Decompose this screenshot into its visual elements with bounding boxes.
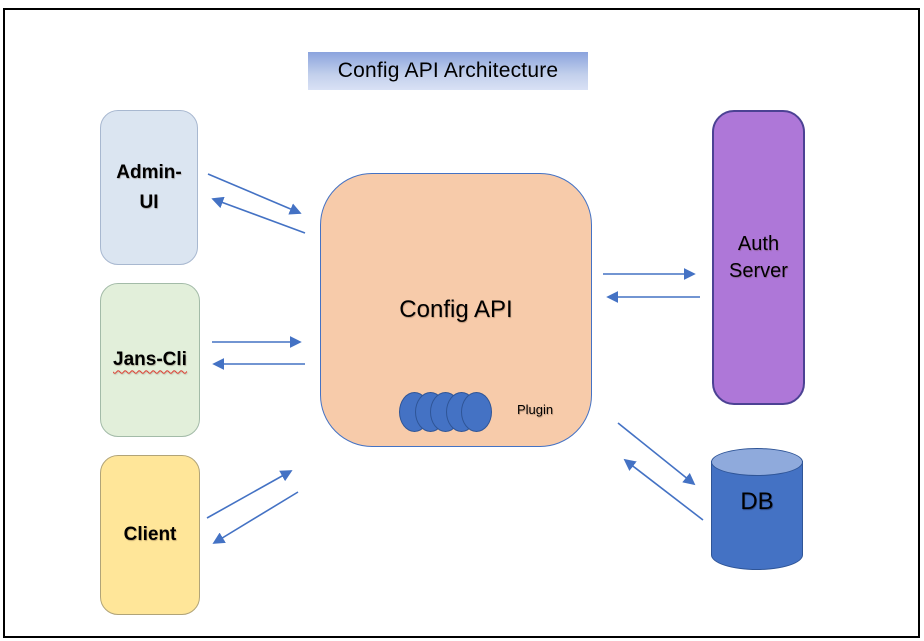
node-admin-ui: Admin- UI [100,110,198,265]
config-api-label: Config API [399,296,513,323]
admin-ui-label-line1: Admin- [116,162,182,184]
node-auth-server: Auth Server [712,110,805,405]
diagram-title-banner: Config API Architecture [308,52,588,90]
db-cylinder-top-icon [711,448,803,476]
arrow-adminui-to-configapi [207,173,302,215]
db-label: DB [740,488,774,515]
diagram-title: Config API Architecture [337,59,559,82]
arrow-configapi-to-adminui [211,196,306,234]
node-db: DB [711,448,803,570]
db-cylinder-body [711,461,803,570]
auth-server-label-line1: Auth [737,232,780,255]
node-jans-cli: Jans-Cli [100,283,200,437]
arrow-configapi-to-client [212,491,299,544]
arrow-configapi-to-db [617,422,696,486]
auth-server-label-line2: Server [729,259,788,282]
plugin-circle-icon [461,392,492,432]
node-client: Client [100,455,200,615]
node-config-api: Config API Plugin [320,173,592,447]
jans-cli-label: Jans-Cli [113,349,187,371]
plugin-label: Plugin [517,402,554,417]
arrow-client-to-configapi [206,470,293,519]
auth-server-label: Auth Server [729,231,788,285]
plugin-circles-icon [399,392,495,433]
arrow-db-to-configapi [623,458,704,521]
client-label: Client [123,524,177,546]
admin-ui-label-line2: UI [139,191,159,213]
admin-ui-label: Admin- UI [116,158,181,217]
